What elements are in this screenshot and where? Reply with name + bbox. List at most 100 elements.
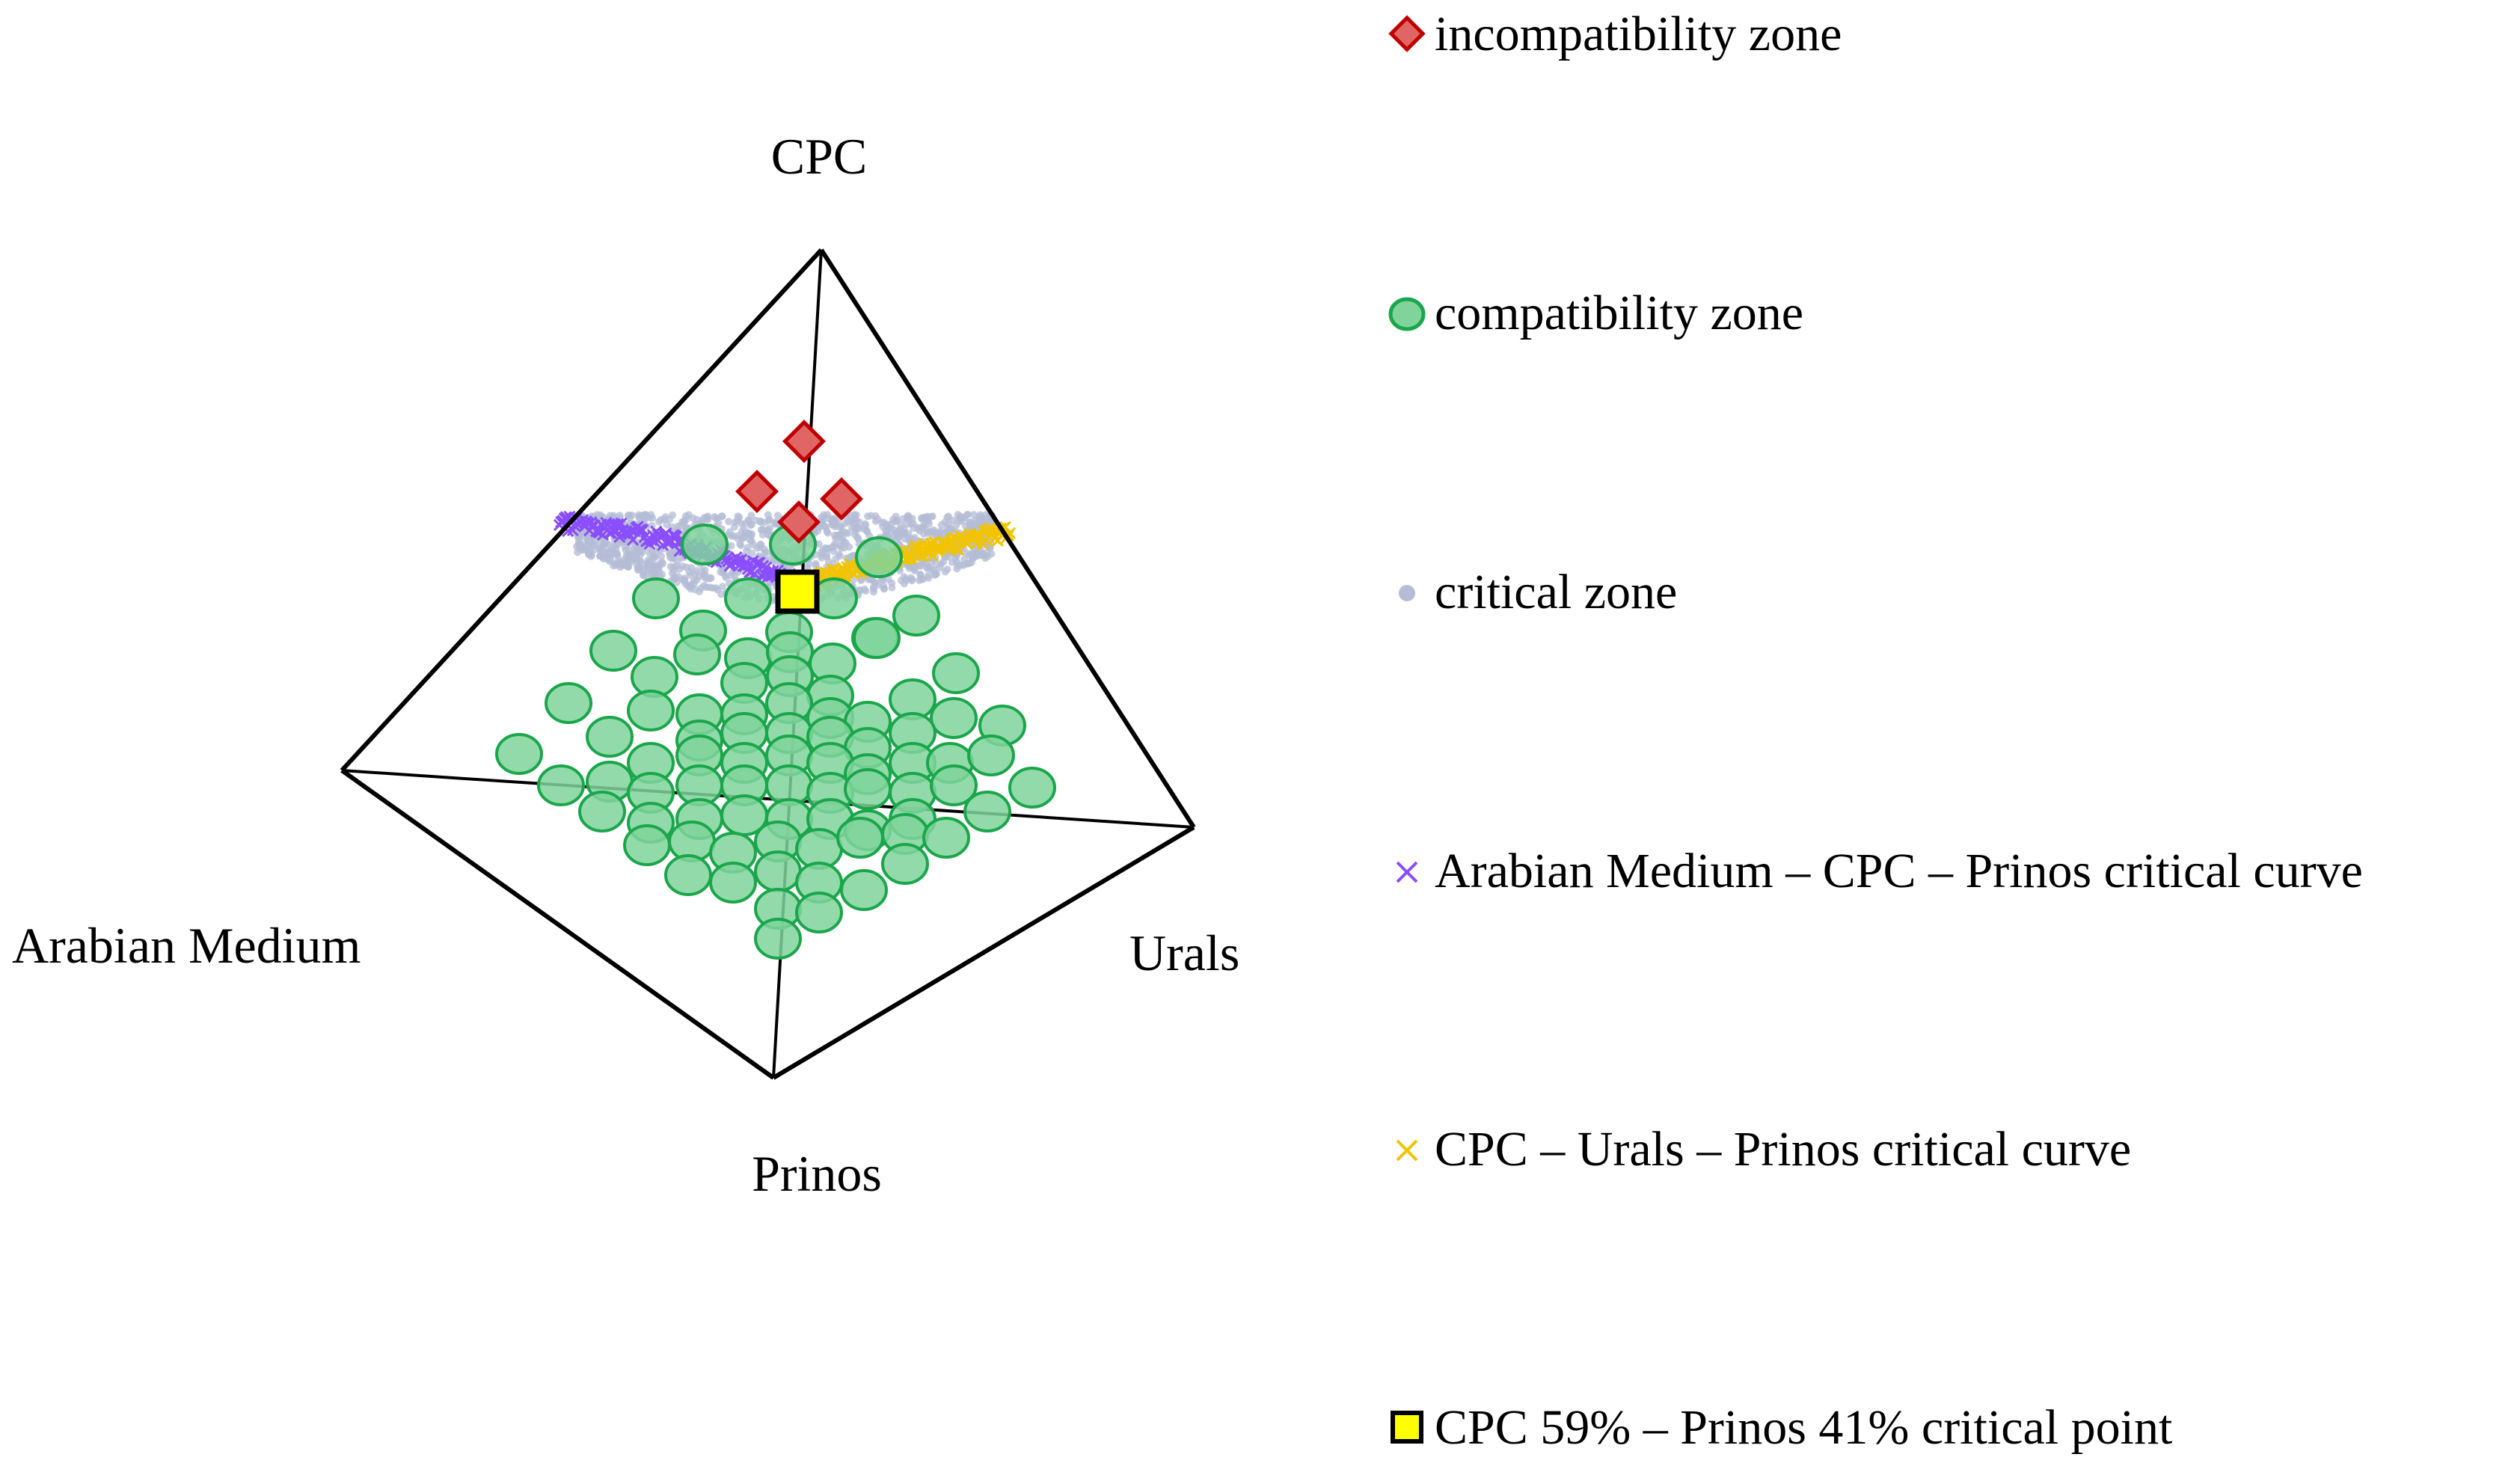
critical-zone-point	[712, 515, 720, 522]
critical-zone-point	[649, 548, 657, 556]
critical-zone-point	[900, 530, 908, 537]
critical-zone-point	[850, 524, 859, 532]
critical-zone-point	[960, 561, 968, 569]
arabian-curve-marker	[627, 533, 640, 546]
urals-curve-marker	[913, 550, 926, 562]
critical-zone-point	[920, 530, 928, 538]
compatibility-point	[673, 634, 721, 675]
compatibility-point	[922, 817, 970, 859]
critical-zone-point	[660, 515, 669, 524]
incompatibility-point	[782, 420, 826, 463]
legend-item-compatibility: compatibility zone	[1388, 286, 1803, 340]
critical-zone-point	[725, 518, 733, 526]
vertex-label-arabian-medium: Arabian Medium	[12, 917, 361, 974]
critical-zone-point	[666, 550, 675, 558]
legend-item-critical-zone: critical zone	[1399, 565, 1677, 619]
compatibility-point	[930, 764, 978, 806]
legend-marker-x-yellow	[1396, 1139, 1418, 1162]
critical-zone-point	[839, 527, 847, 536]
critical-zone-point	[901, 580, 908, 588]
critical-zone-point	[944, 520, 952, 528]
critical-zone-point	[707, 574, 715, 582]
compatibility-point	[836, 817, 884, 859]
legend-marker-diamond	[1388, 15, 1426, 52]
compatibility-point	[881, 843, 929, 885]
critical-zone-point	[639, 548, 647, 556]
compatibility-point	[545, 682, 592, 724]
legend-label-urals-curve: CPC – Urals – Prinos critical curve	[1435, 1122, 2131, 1177]
critical-zone-point	[765, 515, 773, 524]
critical-zone-point	[824, 515, 833, 523]
critical-zone-point	[687, 563, 695, 571]
critical-zone-point	[948, 558, 956, 566]
critical-zone-point	[744, 516, 752, 524]
legend-marker-square	[1391, 1411, 1423, 1444]
critical-zone-point	[925, 564, 933, 571]
critical-zone-point	[870, 585, 877, 593]
compatibility-point	[709, 862, 757, 904]
critical-zone-point	[880, 518, 888, 527]
critical-zone-point	[752, 516, 760, 524]
critical-zone-point	[637, 557, 645, 565]
legend-label-incompatibility: incompatibility zone	[1435, 7, 1842, 61]
critical-zone-point	[908, 577, 916, 585]
critical-zone-point	[969, 555, 977, 562]
edge-urals-prinos	[772, 825, 1195, 1080]
critical-zone-point	[911, 533, 919, 542]
critical-zone-point	[620, 556, 628, 564]
critical-zone-point	[693, 515, 702, 524]
urals-curve-marker	[902, 552, 916, 565]
compatibility-point	[840, 869, 888, 911]
critical-zone-point	[939, 557, 948, 565]
critical-zone-point	[862, 587, 870, 595]
compatibility-point	[586, 716, 634, 758]
critical-zone-point	[910, 524, 918, 533]
vertex-label-urals: Urals	[1129, 924, 1239, 981]
critical-zone-point	[918, 514, 926, 522]
compatibility-point	[795, 892, 843, 933]
legend-label-critical-point: CPC 59% – Prinos 41% critical point	[1435, 1400, 2172, 1455]
critical-zone-point	[934, 530, 942, 539]
critical-zone-point	[678, 576, 687, 583]
critical-zone-point	[737, 542, 745, 550]
critical-zone-point	[575, 545, 583, 553]
critical-zone-point	[616, 539, 624, 548]
critical-zone-point	[916, 571, 925, 579]
legend-label-compatibility: compatibility zone	[1435, 286, 1803, 340]
critical-zone-point	[601, 554, 610, 562]
critical-zone-point	[690, 580, 698, 588]
critical-zone-point	[681, 524, 690, 532]
edge-arab-prinos	[340, 768, 775, 1080]
critical-zone-point	[966, 519, 973, 527]
critical-zone-point	[861, 520, 869, 528]
compatibility-point	[537, 764, 585, 806]
critical-zone-point	[666, 562, 675, 571]
critical-zone-point	[885, 576, 892, 583]
critical-zone-point	[837, 536, 845, 545]
incompatibility-point	[735, 470, 779, 513]
critical-zone-point	[952, 521, 960, 530]
critical-zone-point	[647, 511, 655, 519]
critical-zone-point	[727, 542, 735, 550]
compatibility-point	[724, 577, 772, 619]
legend-item-urals-curve: CPC – Urals – Prinos critical curve	[1396, 1122, 2131, 1177]
critical-zone-point	[888, 583, 896, 592]
compatibility-points	[495, 524, 1056, 960]
critical-zone-point	[695, 572, 702, 580]
compatibility-point	[754, 918, 802, 960]
critical-zone-point	[587, 551, 595, 559]
critical-zone-point	[701, 566, 709, 574]
critical-zone-point	[658, 559, 666, 568]
critical-zone-point	[646, 566, 654, 574]
critical-zone-point	[840, 544, 848, 552]
legend: incompatibility zone compatibility zone …	[1388, 7, 2363, 1455]
compatibility-point	[930, 697, 978, 739]
compatibility-point	[963, 791, 1011, 832]
critical-zone-point	[978, 515, 986, 523]
critical-zone-point	[824, 529, 832, 537]
critical-zone-point	[892, 518, 900, 526]
critical-zone-point	[646, 557, 654, 565]
critical-zone-point	[635, 514, 643, 522]
critical-zone-point	[719, 583, 726, 591]
